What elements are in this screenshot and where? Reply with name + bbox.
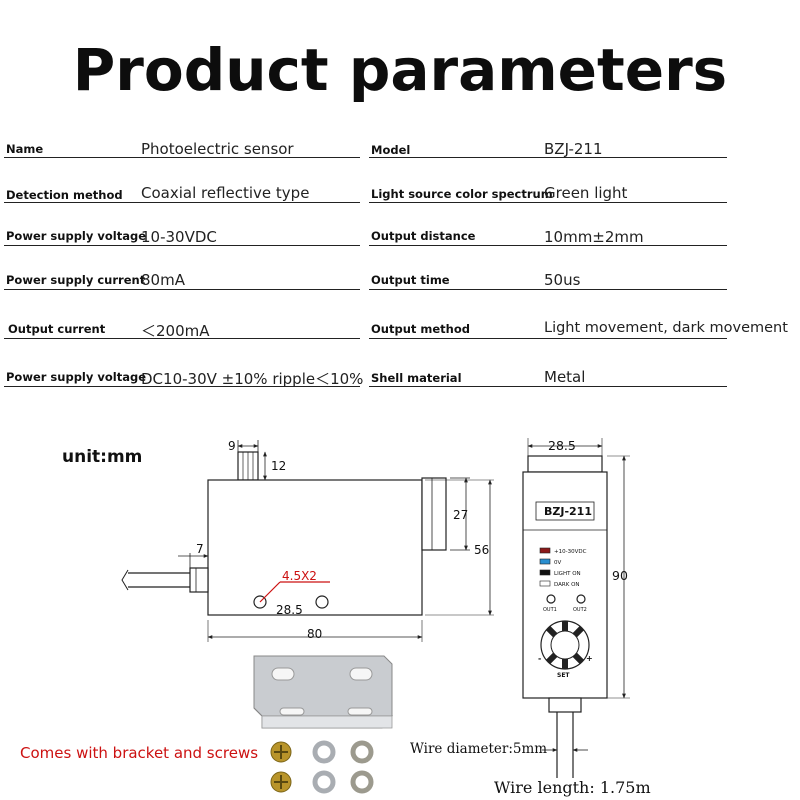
param-label: Name	[6, 142, 44, 156]
param-value: BZJ-211	[544, 140, 603, 158]
param-value: 50us	[544, 271, 581, 289]
param-label: Model	[371, 143, 411, 157]
dim-front-height: 90	[612, 568, 628, 583]
param-label: Detection method	[6, 188, 123, 202]
front-view-text: BZJ-211 +10-30VDC 0V LIGHT ON DARK ON OU…	[538, 438, 628, 679]
param-value: Photoelectric sensor	[141, 140, 294, 158]
param-underline	[369, 157, 727, 158]
dim-knob-width: 9	[228, 439, 236, 453]
dim-knob-height: 12	[271, 459, 286, 473]
page-title: Product parameters	[72, 36, 728, 104]
legend-text: LIGHT ON	[554, 571, 581, 577]
top-cap	[527, 455, 603, 473]
dim-front-width: 28.5	[548, 438, 576, 453]
wire-diameter: Wire diameter:5mm	[410, 741, 548, 757]
out1-led	[546, 594, 556, 604]
dim-cable-gland: 7	[196, 542, 204, 556]
side-view	[121, 440, 494, 642]
param-underline	[369, 386, 727, 387]
param-underline	[4, 338, 360, 339]
cable-gland	[189, 567, 209, 593]
legend-text: 0V	[554, 560, 561, 566]
param-label: Output distance	[371, 229, 476, 243]
param-value: DC10-30V ±10% ripple＜10%	[141, 370, 364, 388]
param-underline	[369, 202, 727, 203]
param-underline	[4, 386, 360, 387]
side-view-dims: 9 12 27 56 7 4.5X2 28.5 80	[196, 439, 489, 641]
param-underline	[4, 245, 360, 246]
param-underline	[4, 157, 360, 158]
unit-label: unit:mm	[62, 447, 143, 467]
param-underline	[4, 202, 360, 203]
dim-lens-height: 27	[453, 508, 468, 522]
front-legend	[539, 547, 551, 587]
param-underline	[369, 338, 727, 339]
param-value: Green light	[544, 184, 628, 202]
dim-body-length: 80	[307, 627, 322, 641]
param-label: Light source color spectrum	[371, 187, 553, 201]
legend-text: DARK ON	[554, 582, 580, 588]
mounting-hole	[315, 595, 329, 609]
legend-swatch	[539, 558, 551, 565]
param-value: Light movement, dark movement	[544, 320, 788, 336]
minus-label: -	[538, 654, 541, 663]
param-value: 10mm±2mm	[544, 228, 644, 246]
param-value: Metal	[544, 368, 586, 386]
mounting-hole	[253, 595, 267, 609]
out1-label: OUT1	[543, 607, 557, 613]
dim-body-height: 56	[474, 543, 489, 557]
legend-swatch	[539, 580, 551, 587]
param-label: Output time	[371, 273, 450, 287]
param-underline	[369, 245, 727, 246]
front-view	[522, 438, 630, 778]
lens-block	[421, 477, 447, 551]
param-underline	[369, 289, 727, 290]
param-value: ＜200mA	[141, 322, 210, 340]
wire-length: Wire length: 1.75m	[494, 778, 651, 797]
param-label: Power supply voltage	[6, 370, 146, 384]
dim-hole-spec: 4.5X2	[282, 569, 317, 583]
out2-led	[576, 594, 586, 604]
dim-hole-spacing: 28.5	[276, 603, 303, 617]
model-plate	[535, 501, 595, 521]
param-underline	[4, 289, 360, 290]
param-label: Shell material	[371, 371, 462, 385]
model-label: BZJ-211	[544, 505, 592, 518]
param-label: Output method	[371, 322, 470, 336]
param-value: 80mA	[141, 271, 185, 289]
set-label: SET	[557, 672, 570, 679]
bracket-image	[253, 655, 394, 729]
legend-swatch	[539, 569, 551, 576]
out2-label: OUT2	[573, 607, 587, 613]
bracket-note: Comes with bracket and screws	[20, 744, 259, 762]
legend-text: +10-30VDC	[554, 549, 587, 555]
screws-image	[270, 740, 374, 794]
sensor-body	[207, 479, 423, 616]
param-value: 10-30VDC	[141, 228, 217, 246]
legend-swatch	[539, 547, 551, 554]
param-value: Coaxial reflective type	[141, 184, 310, 202]
param-label: Power supply current	[6, 273, 146, 287]
param-label: Power supply voltage	[6, 229, 146, 243]
plus-label: +	[586, 654, 593, 663]
param-label: Output current	[8, 322, 106, 336]
